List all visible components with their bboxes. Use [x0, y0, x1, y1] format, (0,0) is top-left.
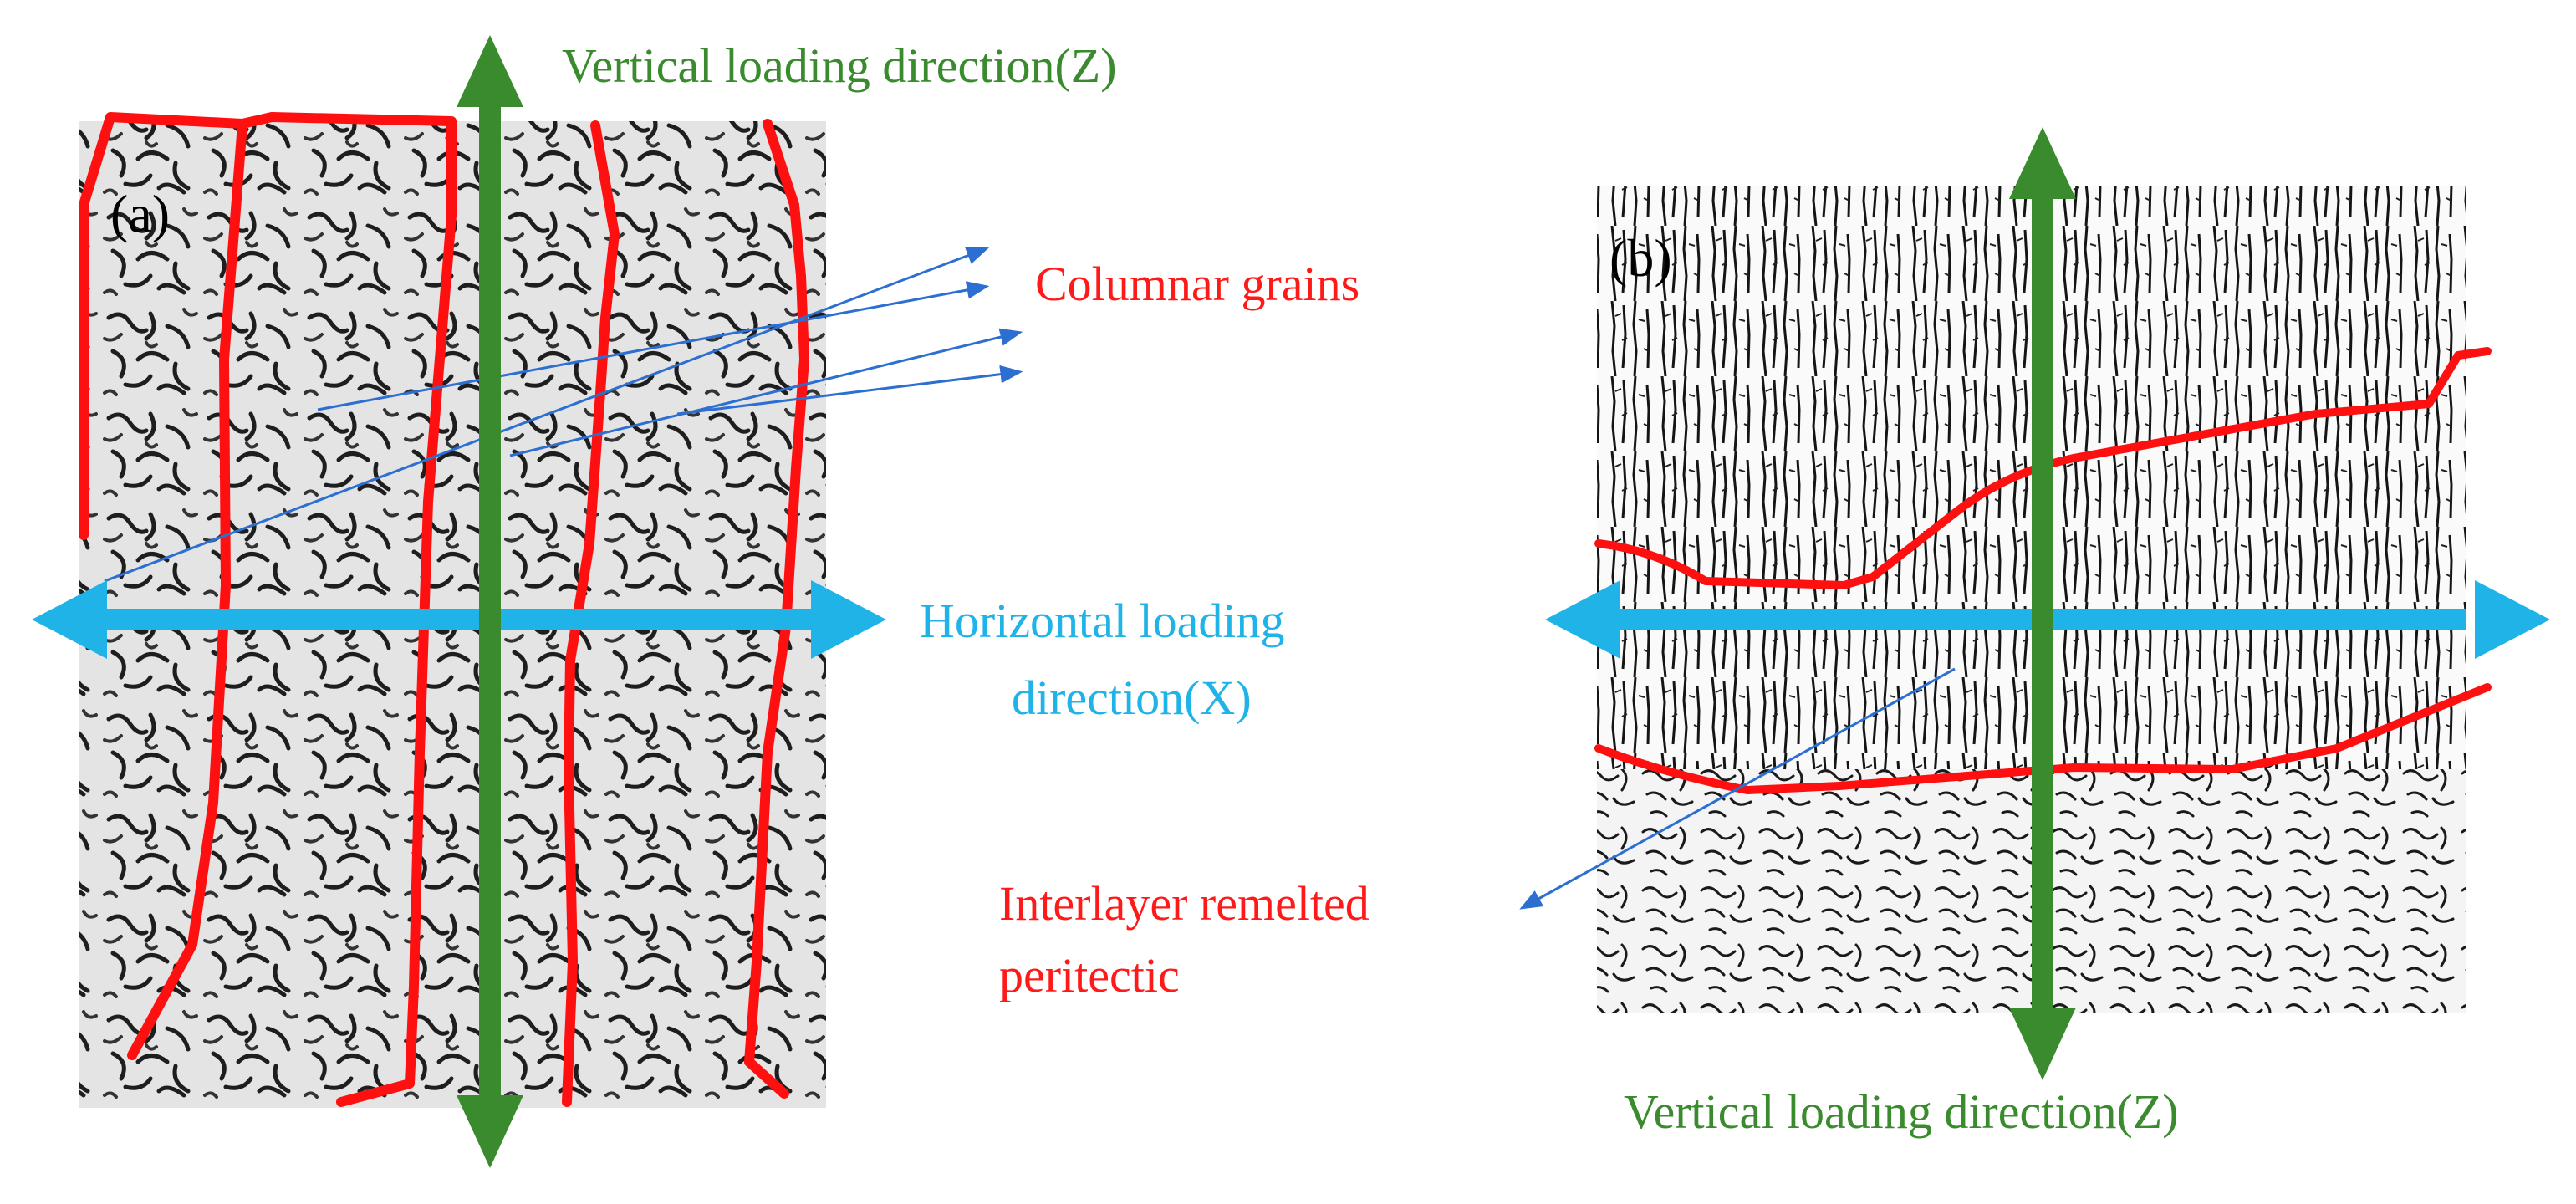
interlayer-pointer: [1519, 667, 1956, 910]
vertical-direction-label-bottom: Vertical loading direction(Z): [1624, 1084, 2179, 1139]
panel-b-tag: (b): [1609, 228, 1672, 288]
remelt-boundary-lower: [1594, 683, 2492, 794]
vertical-arrow-b: [2009, 127, 2076, 1080]
grain-boundary-3: [562, 120, 620, 1107]
panel-a-grain-boundaries: [79, 112, 809, 1107]
horizontal-direction-label-line1: Horizontal loading: [920, 594, 1285, 648]
horizontal-arrow-a: [32, 580, 886, 659]
columnar-pointer-2: [317, 281, 990, 411]
interlayer-peritectic-label-line1: Interlayer remelted: [999, 876, 1370, 931]
horizontal-direction-label-line2: direction(X): [1012, 671, 1252, 725]
vertical-direction-label-top: Vertical loading direction(Z): [562, 38, 1117, 93]
columnar-pointer-3: [509, 328, 1023, 457]
interlayer-peritectic-label-line2: peritectic: [999, 948, 1180, 1002]
columnar-pointer-4: [676, 365, 1023, 416]
panel-b-remelt-boundaries: [1594, 347, 2492, 794]
columnar-grains-label: Columnar grains: [1035, 257, 1360, 311]
columnar-pointers: [104, 247, 1023, 583]
grain-boundary-1: [79, 112, 247, 1060]
grain-boundary-4: [744, 119, 809, 1099]
panel-a-tag: (a): [110, 184, 170, 243]
grain-boundary-2: [237, 112, 457, 1107]
columnar-pointer-1: [104, 247, 990, 583]
remelt-boundary-upper: [1594, 347, 2492, 589]
vertical-arrow-a: [457, 35, 523, 1168]
